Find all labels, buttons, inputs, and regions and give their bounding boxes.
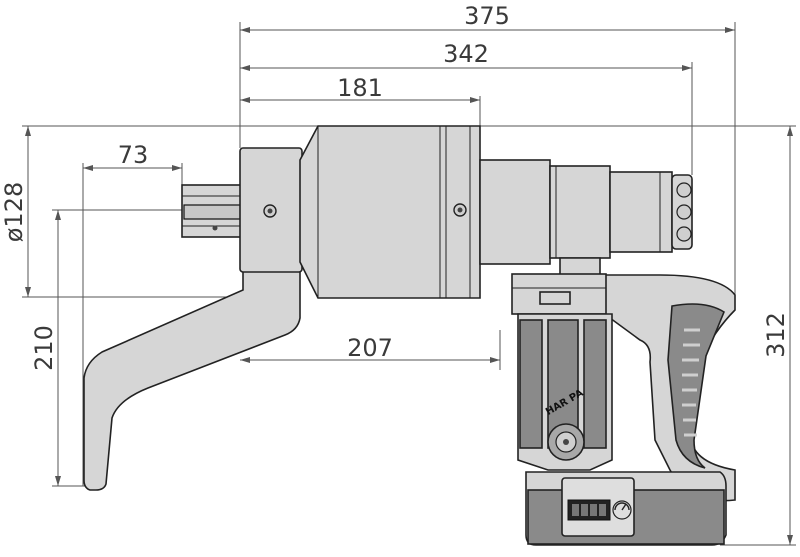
dim-handle-offset: 207	[347, 334, 393, 362]
dim-head-to-rear: 342	[443, 40, 489, 68]
pistol-grip	[559, 257, 736, 502]
motor-body: HAR PA	[511, 273, 613, 471]
dim-reaction-arm: 210	[30, 325, 58, 371]
torque-dial-icon	[612, 500, 632, 520]
dim-overall-length: 375	[464, 2, 510, 30]
front-flange	[239, 147, 303, 273]
dim-square-drive: 73	[118, 141, 149, 169]
dim-overall-height: 312	[762, 312, 790, 358]
grip-ridges	[682, 328, 700, 437]
dimension-lines	[22, 22, 796, 546]
display-digit	[599, 504, 606, 516]
digital-display	[567, 499, 611, 521]
gear-head	[299, 125, 481, 299]
dim-head-length: 181	[337, 74, 383, 102]
battery-base	[525, 471, 727, 546]
display-digit	[572, 504, 579, 516]
square-drive	[181, 184, 243, 238]
dim-head-diameter: ø128	[0, 182, 28, 243]
transmission-housing	[479, 159, 693, 265]
display-digit	[581, 504, 588, 516]
reaction-arm	[83, 269, 301, 491]
display-digit	[590, 504, 597, 516]
